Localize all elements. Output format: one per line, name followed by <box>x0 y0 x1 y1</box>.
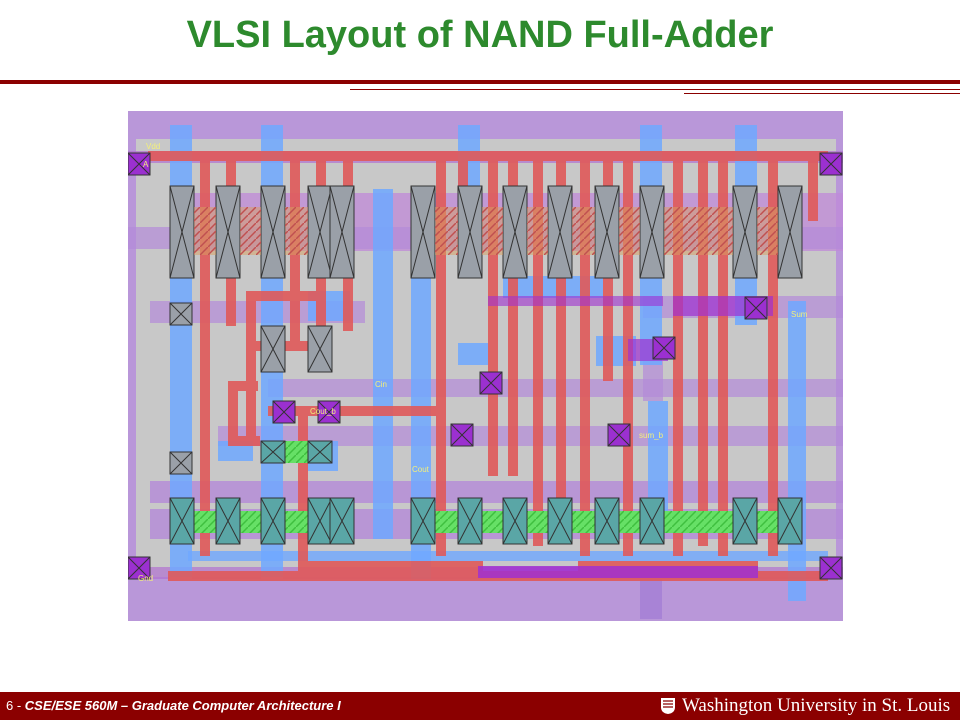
gnd-stub-b <box>261 577 283 609</box>
metal1-cout <box>411 189 431 579</box>
label-gnd: Gnd <box>138 574 153 583</box>
metal2-bottom <box>478 566 758 578</box>
label-a: A <box>143 160 149 169</box>
signal-labels: Vdd A Gnd Cin Cout_b Cout Sum sum_b <box>138 142 808 583</box>
metal2-mid <box>488 296 663 306</box>
metal1-cin <box>373 189 393 539</box>
title-rule-thin <box>350 89 960 90</box>
slide-number: 6 - <box>6 698 22 713</box>
title-underline <box>0 80 960 84</box>
metal1-c-stub <box>458 343 488 365</box>
university-crest-icon <box>661 698 675 714</box>
label-sum: Sum <box>791 310 808 319</box>
label-cout-b: Cout_b <box>310 407 336 416</box>
label-cout: Cout <box>412 465 430 474</box>
metal1-mid-h <box>503 276 603 298</box>
side-contacts <box>169 302 193 475</box>
mid-nmos-pair <box>260 440 333 464</box>
gnd-stub-a <box>170 577 192 609</box>
contact-vias <box>128 152 843 580</box>
footer-left: 6 - CSE/ESE 560M – Graduate Computer Arc… <box>6 698 341 713</box>
slide-footer: 6 - CSE/ESE 560M – Graduate Computer Arc… <box>0 692 960 720</box>
slide-title: VLSI Layout of NAND Full-Adder <box>186 14 774 56</box>
vdd-rail <box>128 111 843 139</box>
mid-block-sumb <box>643 361 663 401</box>
title-rule-thin-2 <box>684 93 960 94</box>
gnd-stub-c <box>640 577 662 619</box>
course-title: CSE/ESE 560M – Graduate Computer Archite… <box>24 698 341 713</box>
mid-transistor-pair <box>260 325 333 373</box>
gnd-drop <box>598 579 618 621</box>
metal1-bottom <box>188 551 828 561</box>
nmos-transistor-row <box>169 441 803 545</box>
label-vdd: Vdd <box>146 142 160 151</box>
pmos-transistor-row <box>169 185 803 279</box>
gnd-rail <box>128 577 843 621</box>
vlsi-layout-figure: Vdd A Gnd Cin Cout_b Cout Sum sum_b <box>128 111 843 621</box>
university-name: Washington University in St. Louis <box>682 695 951 716</box>
mid-band-cin <box>268 379 843 397</box>
label-sum-b: sum_b <box>639 431 664 440</box>
university-branding: Washington University in St. Louis <box>660 695 950 717</box>
label-cin: Cin <box>375 380 387 389</box>
